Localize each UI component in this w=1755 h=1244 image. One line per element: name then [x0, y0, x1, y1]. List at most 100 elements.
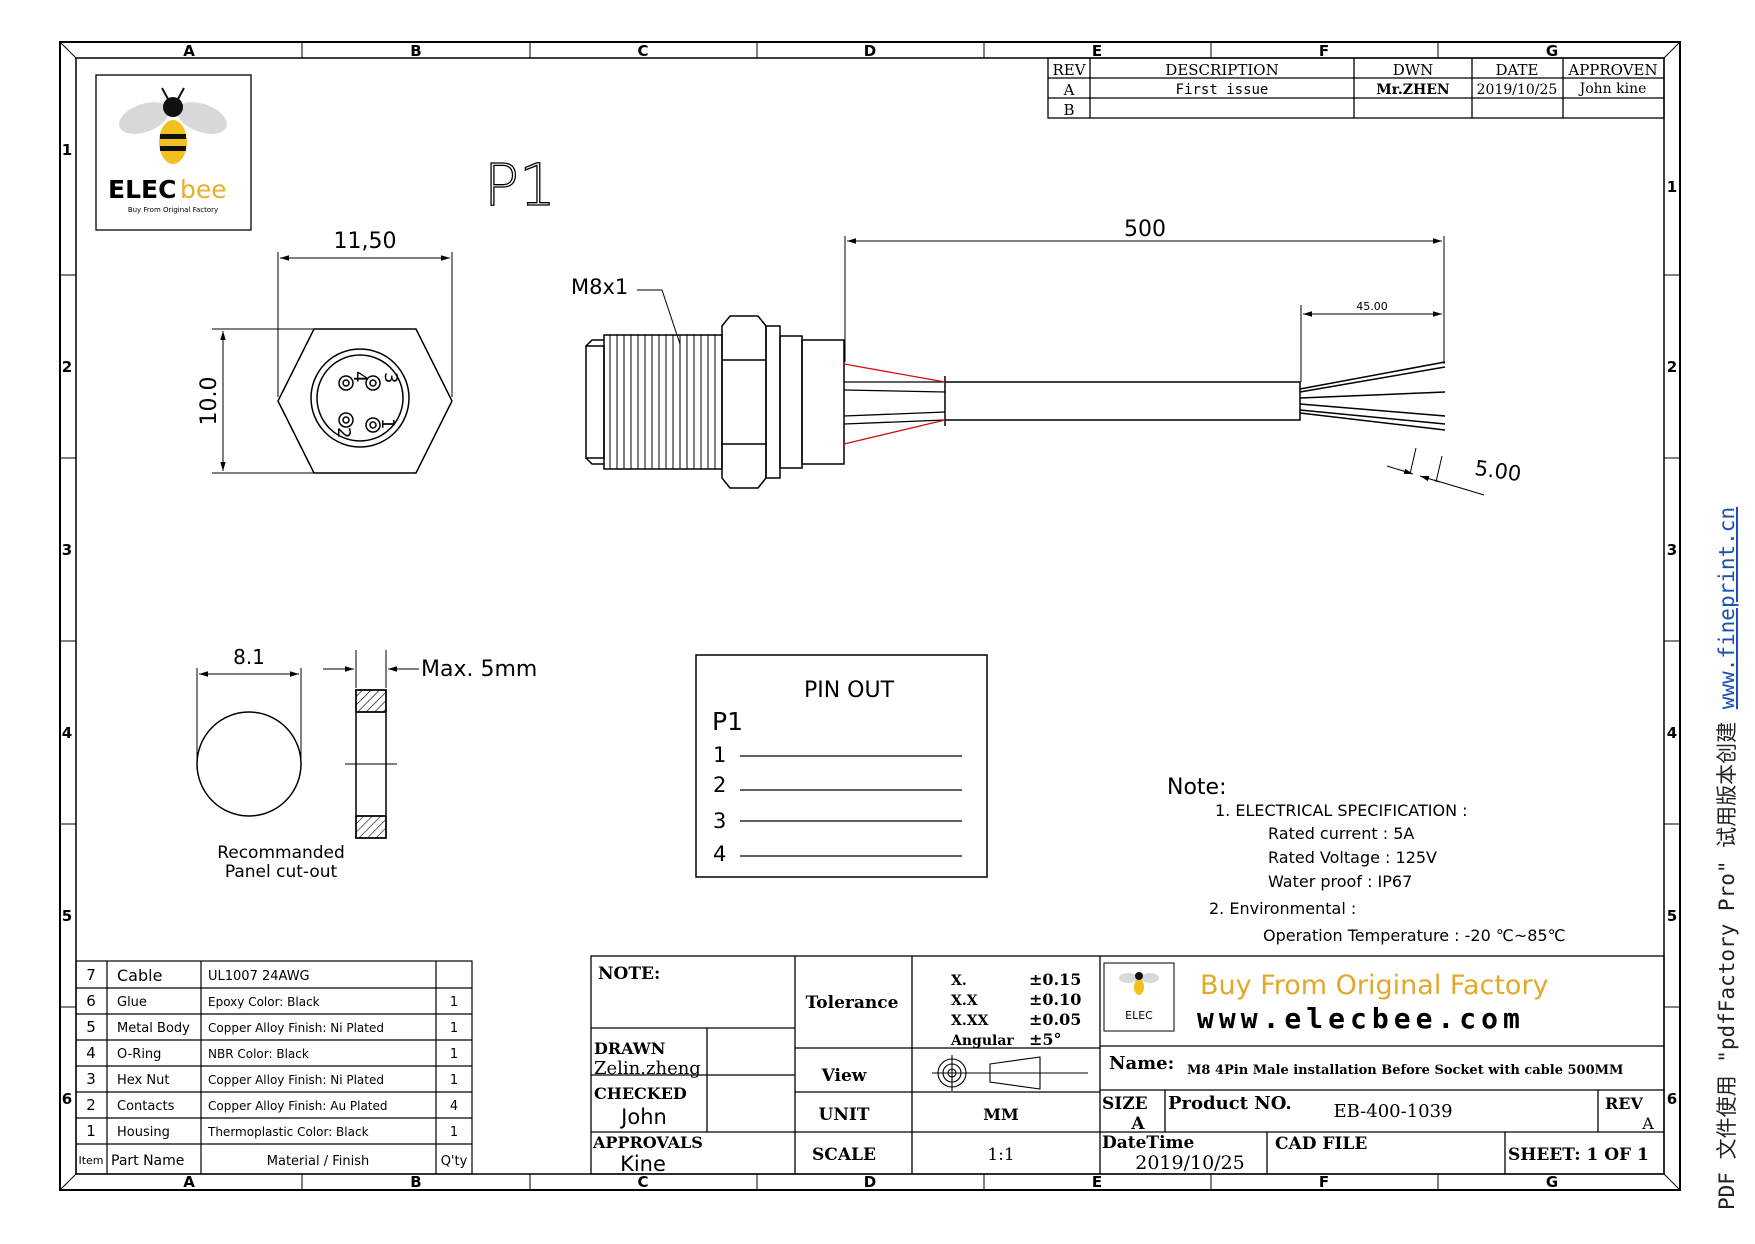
bom-row: 7 Cable UL1007 24AWG	[86, 966, 309, 985]
col-label: F	[1319, 42, 1329, 60]
note-line: Water proof : IP67	[1268, 872, 1412, 891]
pinout-pin-4: 4	[713, 842, 726, 866]
logo-brand-right: bee	[180, 175, 227, 204]
bom-material: Copper Alloy Finish: Ni Plated	[208, 1073, 384, 1087]
bom-item: 7	[86, 966, 96, 984]
tb-scale-value: 1:1	[987, 1145, 1014, 1165]
side-view	[585, 315, 1446, 489]
tb-datetime-value: 2019/10/25	[1135, 1152, 1245, 1174]
pinout-title: PIN OUT	[804, 678, 895, 703]
wire-strip-dimension: 5.00	[1473, 456, 1523, 486]
row-label: 3	[62, 541, 72, 559]
row-label: 4	[62, 724, 72, 742]
bee-icon	[119, 87, 227, 164]
bom-item: 2	[86, 1096, 96, 1114]
front-view	[212, 252, 453, 474]
tb-name-label: Name:	[1109, 1053, 1174, 1074]
row-label: 1	[62, 141, 72, 159]
row-label: 2	[62, 358, 72, 376]
max-panel-label: Max. 5mm	[421, 657, 537, 682]
tb-approvals-label: APPROVALS	[592, 1133, 703, 1152]
tb-unit-label: UNIT	[819, 1105, 870, 1125]
row-label: 3	[1667, 541, 1677, 559]
bom-row: 4 O-Ring NBR Color: Black 1	[86, 1044, 458, 1062]
tb-sheet-label: SHEET: 1 OF 1	[1508, 1145, 1649, 1165]
rev-value: B	[1063, 101, 1074, 119]
bom-material: Copper Alloy Finish: Au Plated	[208, 1099, 388, 1113]
tol-key: Angular	[950, 1033, 1014, 1049]
tb-size-value: A	[1130, 1114, 1145, 1134]
tb-scale-label: SCALE	[812, 1145, 876, 1165]
tb-rev-value: A	[1641, 1114, 1654, 1133]
bom-item: 6	[86, 992, 96, 1010]
watermark-link[interactable]: www.fineprint.cn	[1715, 506, 1739, 710]
dwn-value: Mr.ZHEN	[1376, 82, 1450, 98]
tol-value: ±0.15	[1029, 970, 1081, 989]
bom-part: Metal Body	[117, 1021, 190, 1036]
pinout-label: P1	[712, 707, 743, 736]
tol-value: ±0.05	[1029, 1010, 1081, 1029]
frame-column-labels-top: A B C D E F G	[183, 42, 1558, 60]
bom-row: 6 Glue Epoxy Color: Black 1	[86, 992, 458, 1010]
bom-table: 7 Cable UL1007 24AWG 6 Glue Epoxy Color:…	[75, 960, 473, 1175]
side-view-labels: M8x1 500 45.00 5.00	[571, 217, 1523, 486]
bom-header-material: Material / Finish	[267, 1154, 369, 1169]
front-width-dimension: 11,50	[334, 229, 397, 254]
bom-qty: 4	[450, 1099, 458, 1114]
col-label: C	[637, 42, 648, 60]
tb-drawn-label: DRAWN	[594, 1039, 665, 1058]
row-label: 6	[62, 1090, 72, 1108]
cable-length-dimension: 500	[1124, 217, 1166, 242]
tb-unit-value: MM	[983, 1105, 1018, 1124]
col-label: A	[183, 1173, 195, 1191]
tb-approvals-by: Kine	[620, 1152, 666, 1176]
col-label: G	[1546, 1173, 1558, 1191]
bom-header-qty: Q'ty	[441, 1154, 468, 1169]
cutout-caption-1: Recommanded	[217, 843, 345, 863]
cutout-caption-2: Panel cut-out	[225, 862, 338, 882]
tol-value: ±0.10	[1029, 990, 1081, 1009]
approven-value: John kine	[1578, 81, 1647, 97]
tolerance-values: X. ±0.15 X.X ±0.10 X.XX ±0.05 Angular ±5…	[950, 970, 1081, 1049]
revision-table: REV DESCRIPTION DWN DATE APPROVEN A Firs…	[1047, 57, 1665, 119]
bom-qty: 1	[450, 1047, 458, 1062]
bom-material: NBR Color: Black	[208, 1047, 309, 1061]
row-label: 5	[1667, 907, 1677, 925]
tb-rev-label: REV	[1605, 1094, 1643, 1113]
watermark-text: PDF 文件使用 "pdfFactory Pro" 试用版本创建	[1715, 709, 1739, 1210]
bom-material: Thermoplastic Color: Black	[207, 1125, 369, 1139]
col-label: C	[637, 1173, 648, 1191]
bom-qty: 1	[450, 1125, 458, 1140]
bom-qty: 1	[450, 1021, 458, 1036]
drawing-title: P1	[484, 151, 556, 219]
approven-header: APPROVEN	[1567, 61, 1657, 79]
front-view-labels: 11,50 10.0 4 3 2 1	[197, 229, 401, 438]
row-label: 6	[1667, 1090, 1677, 1108]
tb-checked-by: John	[619, 1105, 667, 1129]
specification-note: Note: 1. ELECTRICAL SPECIFICATION : Rate…	[1167, 775, 1566, 945]
bom-row: 1 Housing Thermoplastic Color: Black 1	[86, 1122, 458, 1140]
bom-header-part: Part Name	[111, 1153, 184, 1169]
bom-item: 4	[86, 1044, 96, 1062]
wire-highlights	[843, 363, 946, 445]
col-label: B	[410, 1173, 421, 1191]
col-label: F	[1319, 1173, 1329, 1191]
panel-cutout-labels: 8.1 Max. 5mm Recommanded Panel cut-out	[217, 645, 537, 882]
bom-qty: 1	[450, 995, 458, 1010]
tb-tolerance-label: Tolerance	[806, 993, 899, 1013]
logo-brand-left: ELEC	[108, 175, 176, 204]
panel-cutout	[196, 650, 419, 839]
bom-material: UL1007 24AWG	[208, 969, 310, 984]
note-line: 1. ELECTRICAL SPECIFICATION :	[1215, 801, 1468, 820]
bom-header-item: Item	[78, 1154, 103, 1167]
tb-note-label: NOTE:	[598, 964, 660, 984]
bom-material: Copper Alloy Finish: Ni Plated	[208, 1021, 384, 1035]
tol-value: ±5°	[1029, 1030, 1062, 1049]
note-line: Rated current : 5A	[1268, 824, 1414, 843]
side-view-dimensions	[637, 236, 1485, 496]
tb-logo-brand: ELEC	[1125, 1009, 1153, 1022]
thread-label: M8x1	[571, 275, 628, 299]
bom-part: Housing	[117, 1125, 170, 1140]
bom-part: Cable	[117, 966, 162, 985]
tol-key: X.	[951, 973, 967, 989]
